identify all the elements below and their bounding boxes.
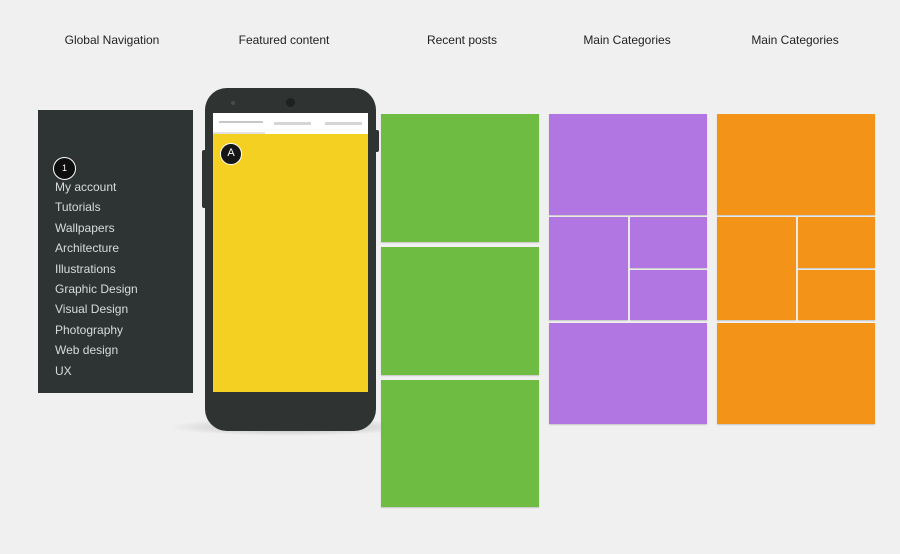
category-tile[interactable] xyxy=(798,270,875,320)
column-title-global-navigation: Global Navigation xyxy=(64,33,160,47)
recent-post-tile[interactable] xyxy=(381,380,539,507)
category-tile[interactable] xyxy=(549,323,707,424)
nav-item-web-design[interactable]: Web design xyxy=(55,343,119,358)
global-navigation-panel: 1 My account Tutorials Wallpapers Archit… xyxy=(38,110,193,393)
category-tile[interactable] xyxy=(717,323,875,424)
phone-power-button xyxy=(376,130,379,152)
nav-item-ux[interactable]: UX xyxy=(55,363,72,378)
featured-content-area[interactable]: A xyxy=(213,134,368,392)
recent-post-tile[interactable] xyxy=(381,114,539,242)
recent-post-tile[interactable] xyxy=(381,247,539,375)
nav-item-my-account[interactable]: My account xyxy=(55,180,117,194)
phone-camera xyxy=(286,98,295,107)
step-1-badge: 1 xyxy=(53,157,76,180)
category-tile[interactable] xyxy=(717,114,875,215)
nav-list: My account Tutorials Wallpapers Architec… xyxy=(55,180,138,384)
nav-item-visual-design[interactable]: Visual Design xyxy=(55,302,129,317)
nav-item-wallpapers[interactable]: Wallpapers xyxy=(55,220,115,235)
tab-1[interactable] xyxy=(219,121,263,123)
category-tile[interactable] xyxy=(717,217,796,320)
column-title-recent-posts: Recent posts xyxy=(426,33,498,47)
column-title-main-categories-2: Main Categories xyxy=(751,33,839,47)
nav-item-graphic-design[interactable]: Graphic Design xyxy=(55,281,138,296)
phone-side-button xyxy=(202,150,205,208)
nav-item-illustrations[interactable]: Illustrations xyxy=(55,261,116,276)
phone-tab-bar xyxy=(213,113,368,134)
step-a-badge: A xyxy=(220,143,242,165)
category-tile[interactable] xyxy=(549,114,707,215)
nav-item-photography[interactable]: Photography xyxy=(55,322,124,337)
phone-sensor xyxy=(231,101,235,105)
tab-2[interactable] xyxy=(274,122,311,125)
nav-item-architecture[interactable]: Architecture xyxy=(55,241,120,256)
category-tile[interactable] xyxy=(798,217,875,268)
category-tile[interactable] xyxy=(630,217,707,268)
active-tab-indicator xyxy=(213,132,265,134)
column-title-main-categories: Main Categories xyxy=(583,33,671,47)
phone-mockup: A xyxy=(202,88,379,431)
category-tile[interactable] xyxy=(630,270,707,320)
column-title-featured-content: Featured content xyxy=(238,33,330,47)
category-tile[interactable] xyxy=(549,217,628,320)
tab-3[interactable] xyxy=(325,122,362,125)
nav-item-tutorials[interactable]: Tutorials xyxy=(55,200,101,215)
